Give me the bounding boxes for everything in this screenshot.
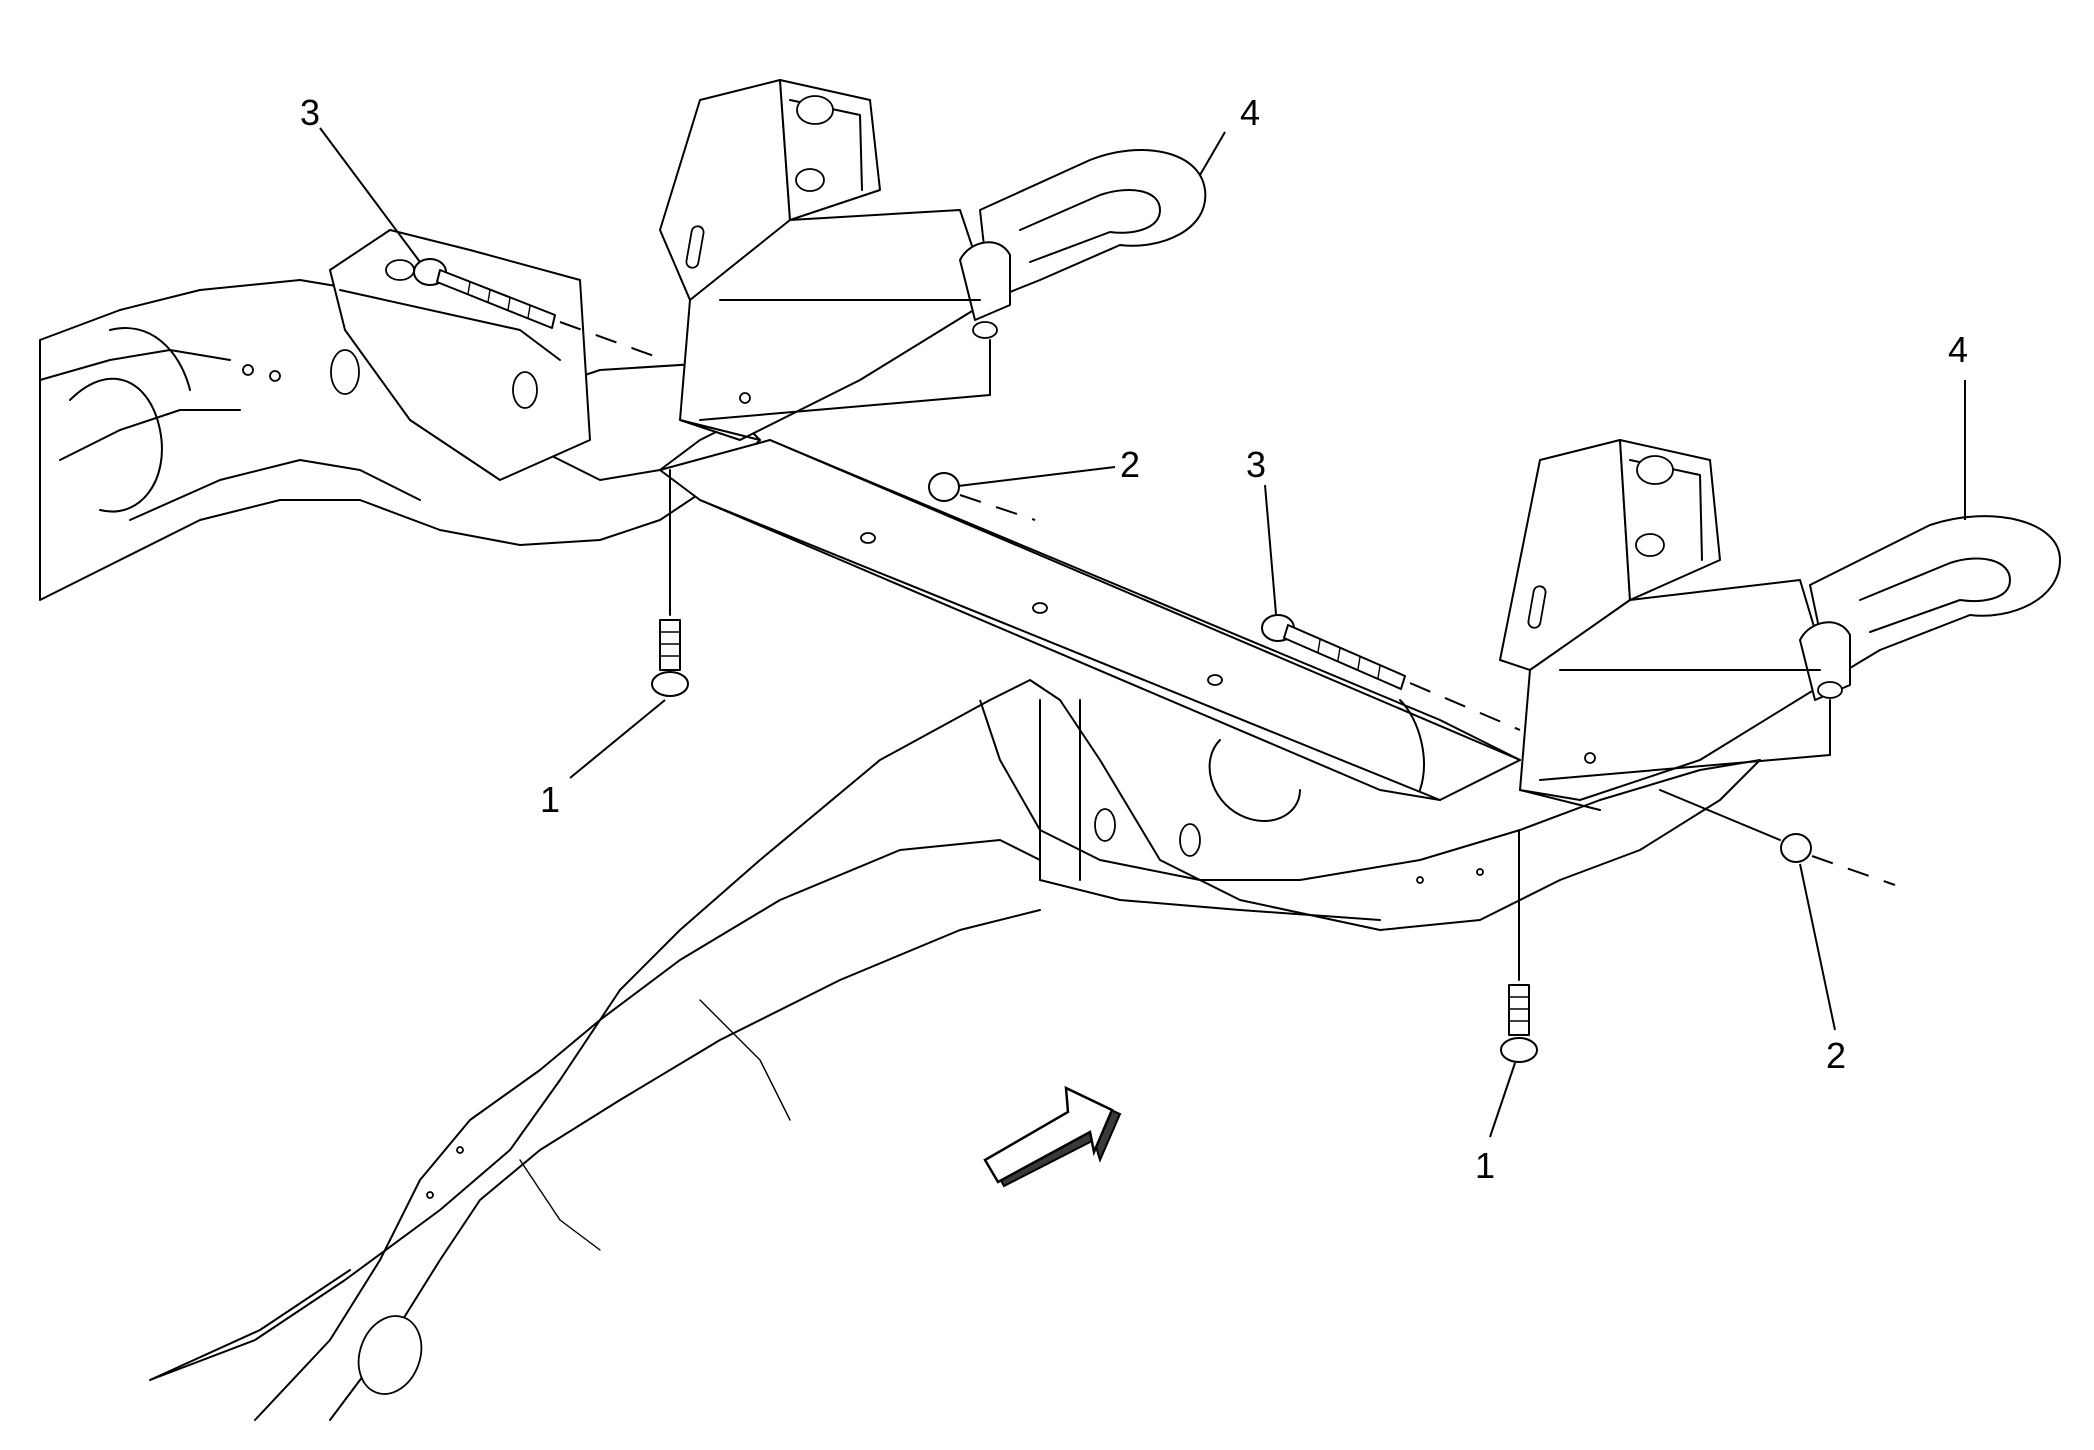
left-bracket-assembly [329,79,1207,481]
right-bracket-assembly [1499,439,2061,811]
callout-3-left: 3 [300,92,320,133]
forward-direction-arrow [983,1085,1122,1188]
callout-labels: 1 2 3 4 3 4 1 2 [300,92,1968,1186]
bolt-3-center [1261,614,1521,731]
bolt-1-left [651,469,689,697]
callout-2-right: 2 [1826,1035,1846,1076]
leader-lines [319,127,1966,1138]
nut-2-right [1659,789,1896,886]
callout-3-center: 3 [1246,444,1266,485]
bolt-1-right [1500,829,1538,1063]
bolt-3-left [413,258,666,361]
callout-1-right: 1 [1475,1145,1495,1186]
callout-4-right: 4 [1948,329,1968,370]
nut-2-center [928,472,1036,521]
callout-1-left: 1 [540,779,560,820]
callout-2-center: 2 [1120,444,1140,485]
callout-4-top: 4 [1240,92,1260,133]
cross-member [659,439,1521,822]
lower-frame-rail [149,679,1761,1421]
